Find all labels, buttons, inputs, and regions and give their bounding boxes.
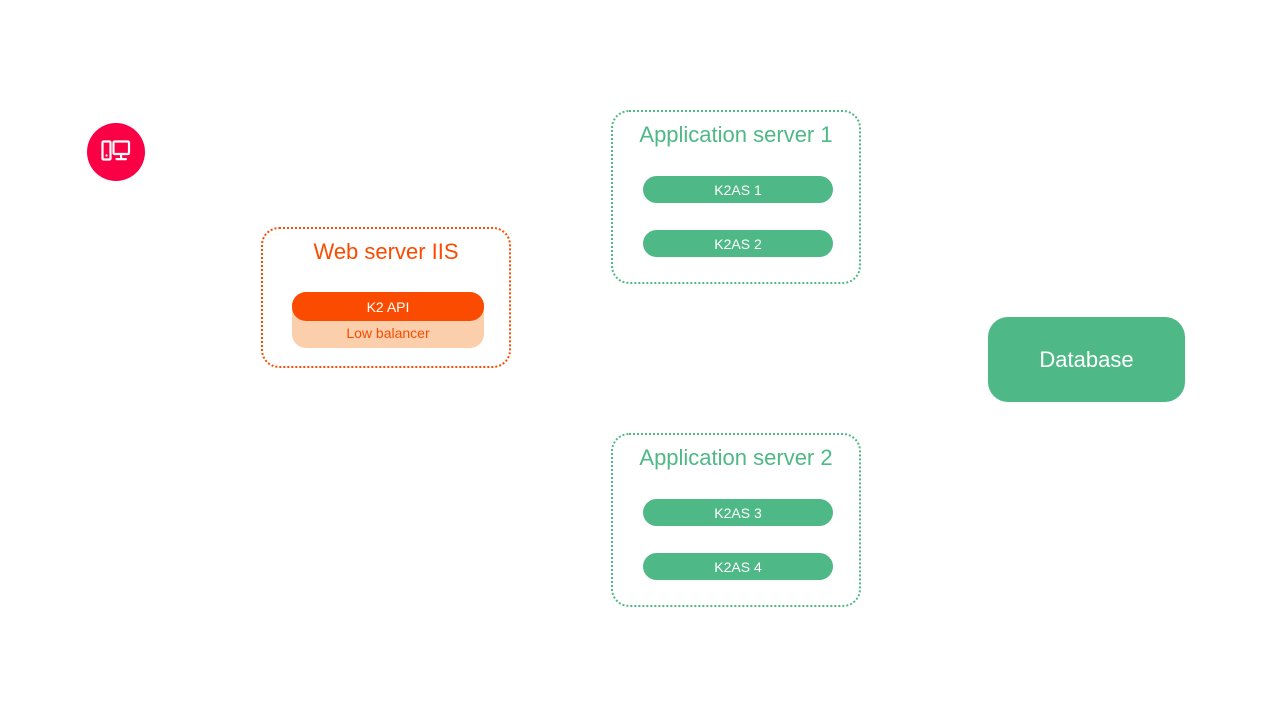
database-node[interactable]: Database	[988, 317, 1185, 402]
k2as-node-2[interactable]: K2AS 2	[643, 230, 833, 257]
group-web-server-iis[interactable]: Web server IIS Low balancer K2 API	[261, 227, 511, 368]
group-title-application-server-2: Application server 2	[639, 445, 833, 470]
desktop-computer-icon	[101, 139, 131, 165]
k2-api-block[interactable]: K2 API	[292, 292, 484, 321]
group-title-application-server-1: Application server 1	[639, 122, 833, 147]
client-workstation-node[interactable]	[87, 123, 145, 181]
k2as-node-4[interactable]: K2AS 4	[643, 553, 833, 580]
group-title-web-server: Web server IIS	[313, 239, 459, 264]
k2as-node-3[interactable]: K2AS 3	[643, 499, 833, 526]
group-application-server-2[interactable]: Application server 2 K2AS 3 K2AS 4	[611, 433, 861, 607]
group-application-server-1[interactable]: Application server 1 K2AS 1 K2AS 2	[611, 110, 861, 284]
k2as-node-1[interactable]: K2AS 1	[643, 176, 833, 203]
